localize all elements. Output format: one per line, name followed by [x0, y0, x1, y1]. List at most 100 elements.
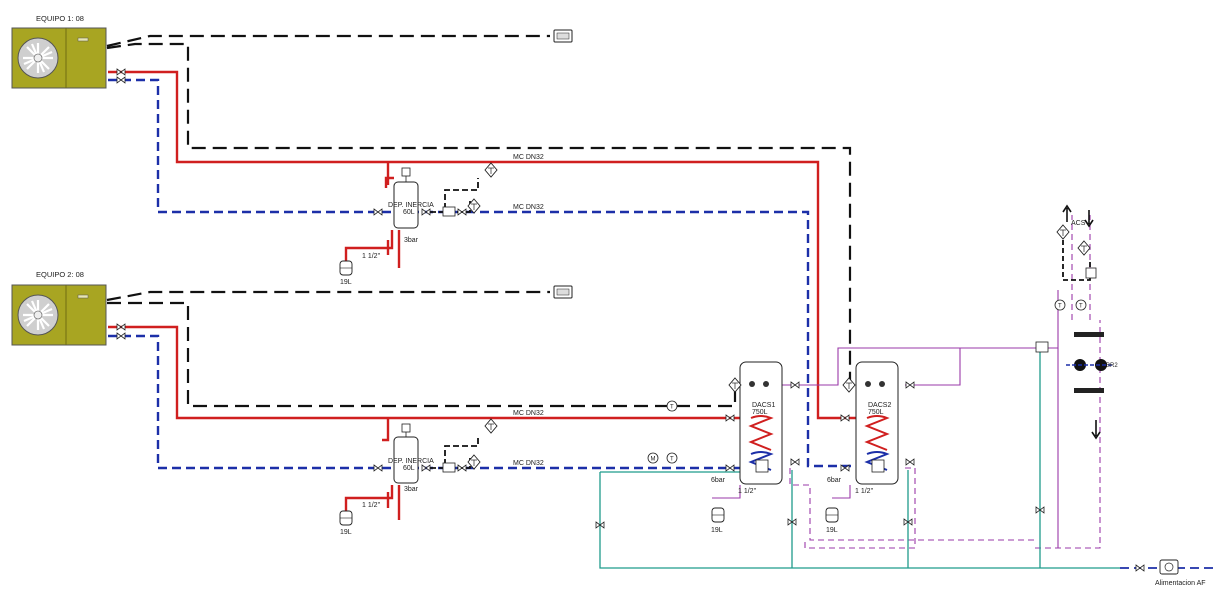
- thermometer-icon: [1054, 299, 1066, 311]
- supply-line-2: [108, 325, 740, 420]
- pipe-size-label-4: 1 1/2": [855, 488, 874, 495]
- control-line-1b: [106, 42, 852, 392]
- mc-dn32-supply-label-1: MC DN32: [513, 154, 544, 161]
- bar6-label-1: 6bar: [711, 477, 726, 484]
- t-gauge-d: T: [1079, 304, 1083, 310]
- supply-tee-1: [384, 176, 394, 188]
- bar3-label-1: 3bar: [404, 237, 419, 244]
- dhw-separator: [1085, 267, 1097, 279]
- air-vent-icon: [484, 418, 498, 434]
- arrow-up-icon: [1062, 204, 1072, 222]
- thermometer-icon: [666, 400, 678, 412]
- t-gauge-c: T: [1058, 304, 1062, 310]
- valve-icon: [116, 332, 126, 340]
- valve-icon: [840, 414, 850, 422]
- valve-icon: [905, 458, 915, 466]
- air-separator-2: [442, 462, 456, 473]
- dacs1-label: DACS1: [752, 402, 775, 409]
- expansion-vessel-icon: [339, 510, 353, 526]
- manometer-icon: [647, 452, 659, 464]
- valve-icon: [725, 414, 735, 422]
- tank-vent-2: [401, 423, 411, 433]
- control-line-1: [106, 34, 550, 48]
- valve-icon: [1135, 564, 1145, 572]
- return-line-1: [108, 78, 858, 468]
- pipe-size-label-3: 1 1/2": [738, 488, 757, 495]
- expansion-vessel-icon: [711, 507, 725, 523]
- control-line-2: [106, 290, 550, 302]
- dhw-recirc-2: [804, 467, 916, 549]
- vol-60l-label-2: 60L: [403, 465, 415, 472]
- air-vent-icon: [484, 162, 498, 178]
- alimentacion-label: Alimentacion AF: [1155, 580, 1206, 587]
- heat-pump-unit-2: [11, 284, 107, 346]
- tank-vent-1: [401, 167, 411, 177]
- pipe-size-label-2: 1 1/2": [362, 502, 381, 509]
- valve-icon: [457, 464, 467, 472]
- dhw-vessel-1: [712, 485, 741, 499]
- t-gauge-a: T: [670, 405, 674, 411]
- air-vent-icon: [1056, 224, 1070, 240]
- valve-icon: [116, 68, 126, 76]
- dep-inercia-label-2: DEP. INERCIA: [388, 458, 434, 465]
- air-separator-1: [442, 206, 456, 217]
- heat-pump-fan-icon: [16, 293, 60, 337]
- dhw-tank-1: [739, 361, 783, 485]
- vol-19l-label-4: 19L: [826, 527, 838, 534]
- valve-icon: [116, 323, 126, 331]
- t-gauge-b: T: [670, 457, 674, 463]
- mc-dn32-return-label-2: MC DN32: [513, 460, 544, 467]
- valve-icon: [421, 208, 431, 216]
- dhw-recirc-1: [789, 468, 1035, 541]
- equipo1-label: EQUIPO 1: 08: [36, 14, 84, 23]
- dhw-line-a: [768, 347, 961, 386]
- dacs2-label: DACS2: [868, 402, 891, 409]
- thermometer-icon: [1075, 299, 1087, 311]
- valve-icon: [116, 76, 126, 84]
- controller-icon: [553, 285, 573, 299]
- dhw-tank-2: [855, 361, 899, 485]
- expansion-vessel-icon: [339, 260, 353, 276]
- water-meter-icon: [1159, 559, 1179, 575]
- vol-750l-label-1: 750L: [752, 409, 768, 416]
- valve-icon: [790, 381, 800, 389]
- pump-icon: [1095, 359, 1107, 371]
- air-vent-icon: [1077, 240, 1091, 256]
- valve-icon: [457, 208, 467, 216]
- valve-icon: [373, 464, 383, 472]
- arrow-down-icon: [1084, 210, 1094, 228]
- vol-750l-label-2: 750L: [868, 409, 884, 416]
- cold-water-main: [599, 472, 1120, 569]
- valve-icon: [373, 208, 383, 216]
- supply-tee-2: [382, 418, 390, 442]
- vol-60l-label-1: 60L: [403, 209, 415, 216]
- acs-label: ACS: [1071, 220, 1086, 227]
- bar3-label-2: 3bar: [404, 486, 419, 493]
- bar6-label-2: 6bar: [827, 477, 842, 484]
- heat-pump-unit-1: [11, 27, 107, 89]
- valve-icon: [725, 464, 735, 472]
- m-gauge: M: [651, 457, 656, 463]
- mc-dn32-return-label-1: MC DN32: [513, 204, 544, 211]
- control-line-2b: [107, 301, 737, 408]
- expansion-pipe-2: [344, 485, 394, 512]
- vol-19l-label-1: 19L: [340, 279, 352, 286]
- thermometer-icon: [666, 452, 678, 464]
- equipo2-label: EQUIPO 2: 08: [36, 270, 84, 279]
- dhw-line-c: [1040, 290, 1059, 349]
- mc-dn32-supply-label-2: MC DN32: [513, 410, 544, 417]
- expansion-vessel-icon: [825, 507, 839, 523]
- air-vent-icon: [728, 377, 742, 393]
- valve-icon: [905, 381, 915, 389]
- dhw-vessel-2: [832, 485, 851, 499]
- controller-icon: [553, 29, 573, 43]
- br2-label: BR2: [1106, 363, 1118, 369]
- supply-branch-1: [386, 162, 390, 185]
- valve-icon: [790, 458, 800, 466]
- mixing-valve: [1035, 341, 1049, 353]
- air-vent-icon: [842, 377, 856, 393]
- vol-19l-label-3: 19L: [711, 527, 723, 534]
- heat-pump-fan-icon: [16, 36, 60, 80]
- supply-line-1: [108, 70, 870, 420]
- valve-icon: [421, 464, 431, 472]
